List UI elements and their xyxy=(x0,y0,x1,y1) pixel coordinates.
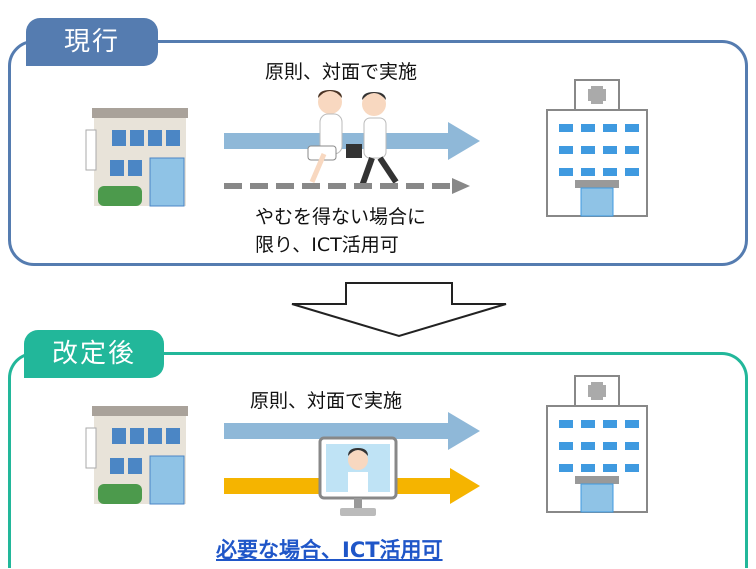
office-building-icon xyxy=(85,406,188,505)
dashed-label-line2: 限り、ICT活用可 xyxy=(255,234,399,256)
hospital-icon xyxy=(546,79,648,217)
doctor-on-monitor-icon xyxy=(318,436,398,516)
nurse-and-doctor-running-icon xyxy=(307,90,399,188)
revised-arrow-label: 原則、対面で実施 xyxy=(250,390,403,412)
current-arrow-label: 原則、対面で実施 xyxy=(265,61,418,83)
hospital-icon xyxy=(546,375,648,513)
current-tab: 現行 xyxy=(26,18,158,66)
dashed-label-line1: やむを得ない場合に xyxy=(255,206,427,228)
ict-allowed-link[interactable]: 必要な場合、ICT活用可 xyxy=(216,538,443,562)
revised-tab: 改定後 xyxy=(24,330,164,378)
office-building-icon xyxy=(85,108,188,207)
face-to-face-arrow xyxy=(224,412,480,450)
ict-dashed-arrow xyxy=(224,178,470,194)
transition-arrow-icon xyxy=(291,282,507,338)
